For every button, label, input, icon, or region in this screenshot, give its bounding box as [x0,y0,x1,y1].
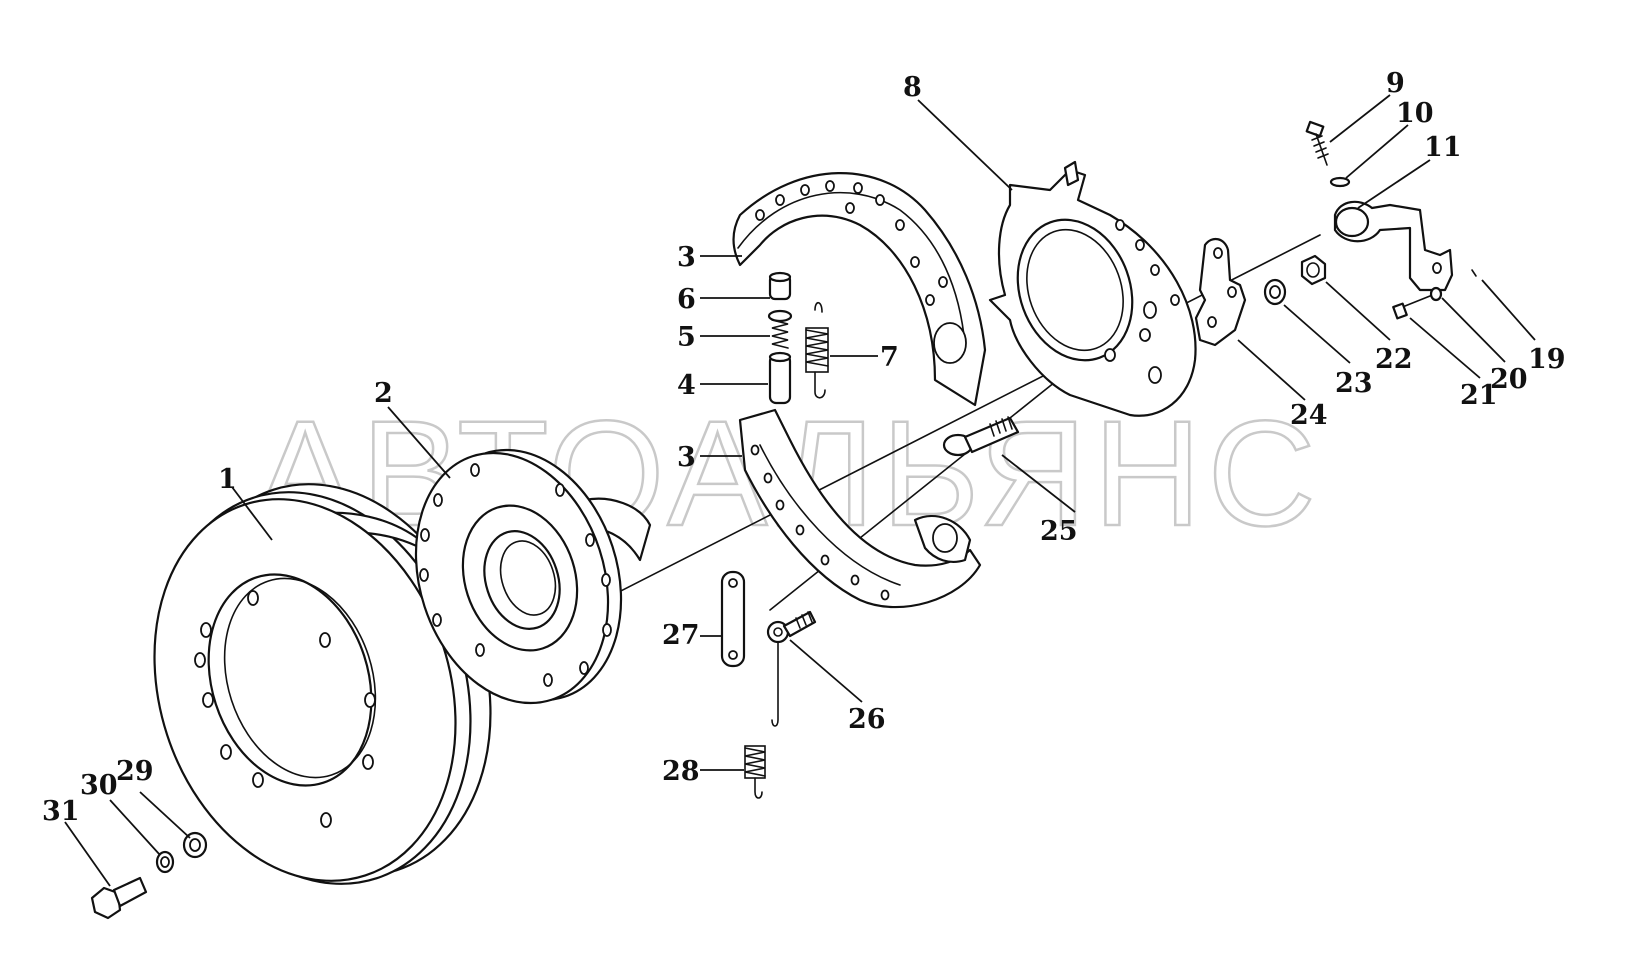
brake-drum [153,483,492,885]
callout-21: 21 [1460,380,1498,411]
callout-8: 8 [903,72,922,103]
callout-labels: 1 2 3 3 4 5 6 7 8 9 10 11 19 20 21 22 23… [42,68,1566,827]
shoe-hold-down-pin [768,351,792,405]
brake-shoe-upper [732,172,987,407]
washer-small-top [1329,176,1351,188]
hold-down-spring [767,309,793,349]
callout-27: 27 [662,620,700,651]
return-spring-upper [805,301,829,399]
callout-29: 29 [116,756,154,787]
callout-30: 30 [80,770,118,801]
callout-10: 10 [1396,98,1434,129]
nut-22 [1300,254,1327,286]
washer-23 [1263,278,1287,306]
washer-20 [1429,286,1443,302]
flat-washer-29 [182,831,208,859]
callout-31: 31 [42,796,80,827]
hold-down-cap [768,271,792,301]
mounting-bracket [1194,237,1247,347]
callout-25: 25 [1040,516,1078,547]
callout-4: 4 [677,370,696,401]
callout-leaders [64,94,1536,887]
callout-2: 2 [374,378,393,409]
callout-24: 24 [1290,400,1328,431]
callout-1: 1 [218,464,237,495]
callout-7: 7 [880,342,899,373]
callout-19: 19 [1528,344,1566,375]
slack-adjuster-lever [1333,200,1454,292]
callout-26: 26 [848,704,886,735]
bolt-21 [1392,295,1431,320]
callout-22: 22 [1375,344,1413,375]
link-plate [720,570,746,668]
bolt-small-top [1305,120,1329,166]
hex-bolt-31 [90,876,148,920]
callout-23: 23 [1335,368,1373,399]
adjuster-stud [766,610,817,644]
return-spring-lower [744,641,779,799]
wheel-hub [414,448,652,705]
callout-3-lower: 3 [677,442,696,473]
callout-6: 6 [677,284,696,315]
callout-9: 9 [1386,68,1405,99]
callout-5: 5 [677,322,696,353]
lock-washer-30 [155,850,175,874]
callout-11: 11 [1424,132,1462,163]
backing-plate [988,160,1197,417]
callout-28: 28 [662,756,700,787]
callout-3-upper: 3 [677,242,696,273]
callout-20: 20 [1490,364,1528,395]
brake-shoe-lower [738,408,982,609]
pin-19 [1471,269,1477,277]
anchor-pin [942,416,1020,457]
